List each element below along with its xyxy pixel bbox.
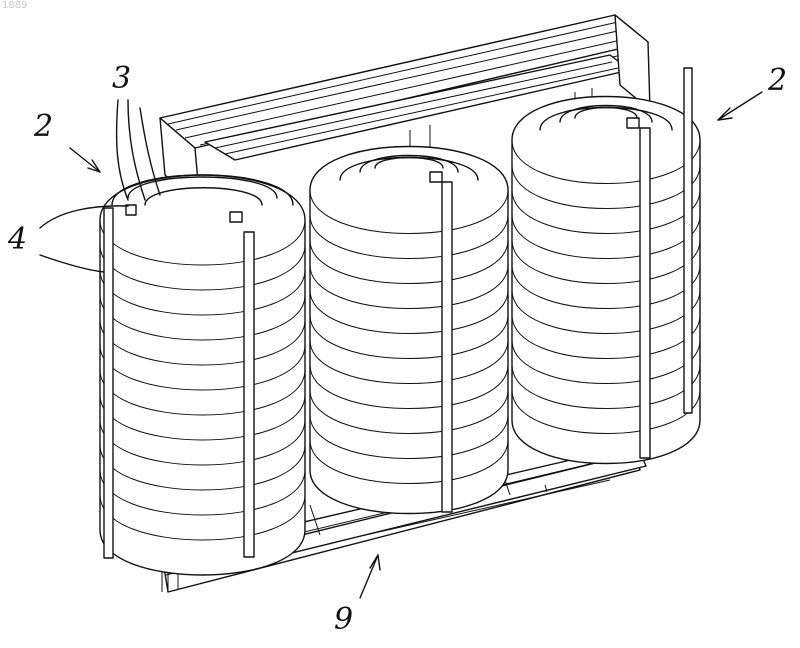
ref-label-2-right: 2: [768, 66, 787, 96]
ref-label-9: 9: [334, 605, 353, 635]
coil-left: [100, 175, 305, 575]
coil-middle: [310, 147, 508, 514]
ref-label-3: 3: [112, 64, 131, 94]
ref-label-4: 4: [8, 225, 27, 255]
coil-right: [512, 68, 700, 464]
ref-label-2-left: 2: [34, 112, 53, 142]
